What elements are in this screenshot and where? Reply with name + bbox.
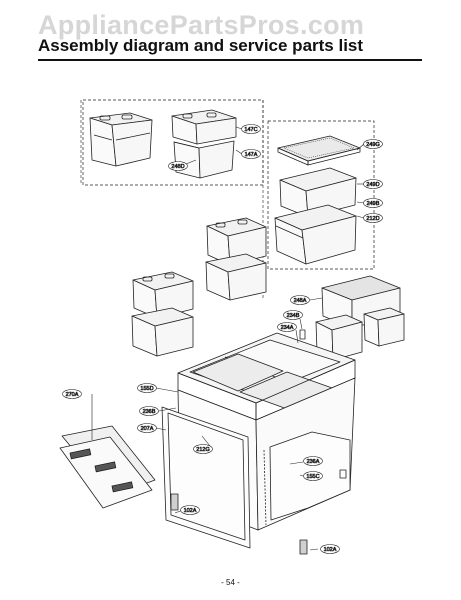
svg-text:236B: 236B [143, 409, 156, 415]
label-248d: 248D [168, 161, 188, 171]
svg-text:147C: 147C [244, 127, 257, 133]
basket-lid-249g [277, 135, 361, 166]
label-147c: 147C [241, 124, 261, 134]
basket-large-212d [274, 204, 357, 265]
svg-text:236A: 236A [307, 459, 320, 465]
label-212d: 212D [363, 213, 383, 223]
svg-text:155D: 155D [140, 386, 153, 392]
label-155d: 155D [137, 383, 157, 393]
svg-text:147A: 147A [245, 152, 258, 158]
svg-text:234B: 234B [287, 313, 300, 319]
svg-text:155C: 155C [306, 474, 319, 480]
leader-lines [91, 126, 365, 551]
label-248a: 248A [290, 295, 310, 305]
svg-text:102A: 102A [324, 547, 337, 553]
label-249b: 249B [363, 198, 383, 208]
basket-left-lower [131, 307, 194, 357]
callouts: 147C 147A 248D 249G 249D 249B 212D 248A … [62, 124, 383, 554]
svg-text:270A: 270A [66, 392, 79, 398]
label-234a: 234A [277, 322, 297, 332]
label-212g: 212G [193, 444, 213, 454]
svg-text:212G: 212G [196, 447, 209, 453]
svg-text:249D: 249D [366, 182, 379, 188]
svg-text:249G: 249G [366, 142, 379, 148]
label-270a: 270A [62, 389, 82, 399]
title-rule [38, 59, 422, 61]
label-249d: 249D [363, 179, 383, 189]
page-number: - 54 - [221, 578, 240, 587]
label-236a: 236A [303, 456, 323, 466]
foot-102a-left [170, 493, 179, 511]
basket-small-1 [89, 112, 153, 167]
label-102a-right: 102A [320, 544, 340, 554]
label-236b: 236B [139, 406, 159, 416]
label-155c: 155C [303, 471, 323, 481]
watermark: AppliancePartsPros.com [38, 10, 365, 40]
foot-102a-right [299, 539, 308, 555]
label-234b: 234B [283, 310, 303, 320]
control-panel-270a [59, 425, 156, 509]
basket-left-upper [132, 271, 194, 319]
svg-text:248D: 248D [171, 164, 184, 170]
svg-text:249B: 249B [367, 201, 380, 207]
group-box-right [267, 120, 375, 270]
basket-248a-group [315, 275, 405, 361]
svg-text:248A: 248A [294, 298, 307, 304]
svg-text:207A: 207A [141, 426, 154, 432]
svg-text:234A: 234A [281, 325, 294, 331]
basket-middle-lower [205, 253, 267, 301]
label-207a: 207A [137, 423, 157, 433]
page-title: Assembly diagram and service parts list [38, 36, 364, 55]
label-147a: 147A [241, 149, 261, 159]
svg-text:212D: 212D [366, 216, 379, 222]
svg-text:102A: 102A [184, 508, 197, 514]
label-249g: 249G [363, 139, 383, 149]
label-102a-left: 102A [180, 505, 200, 515]
